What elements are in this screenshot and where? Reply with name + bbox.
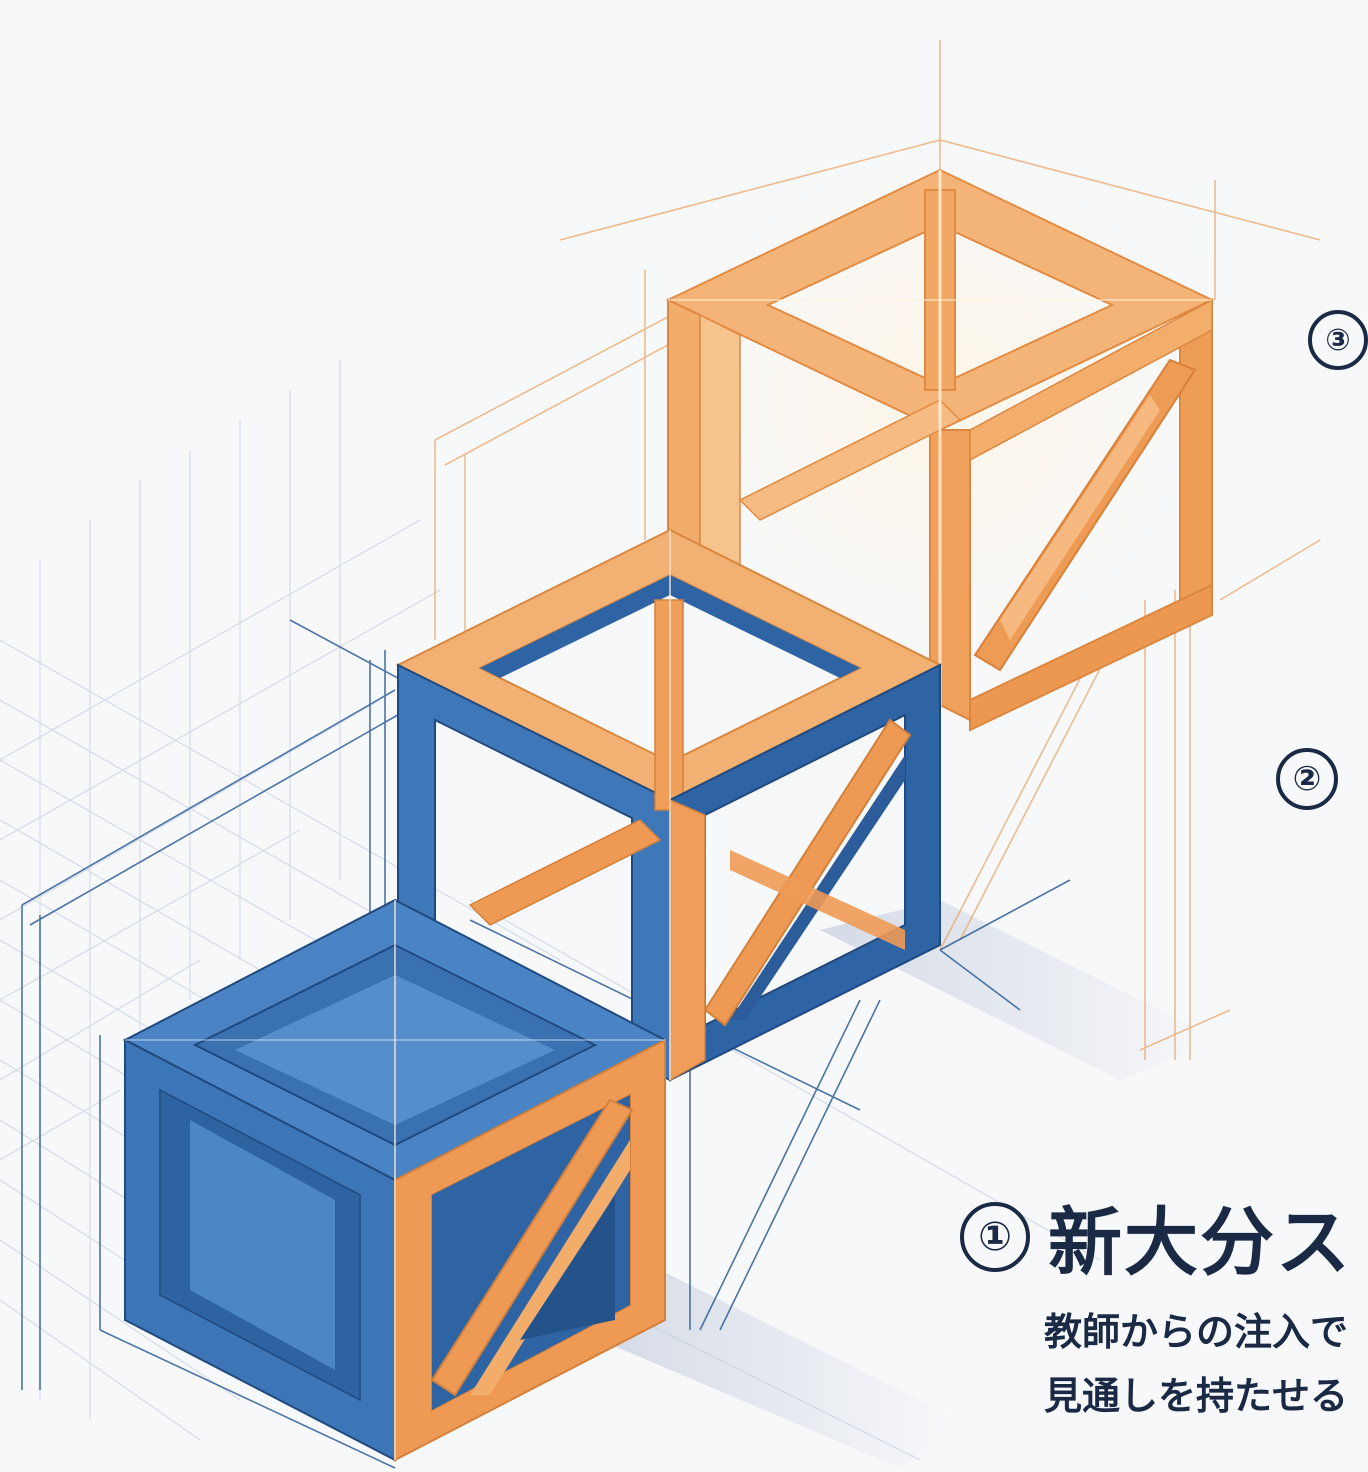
step-3-number: ③	[1308, 310, 1368, 370]
diagram-canvas: ③ ② ① 新大分ス 教師からの注入で 見通しを持たせる	[0, 40, 1368, 1469]
step-3-marker: ③	[1308, 310, 1368, 370]
staircase-illustration	[0, 40, 1321, 1469]
step-1-title: 新大分ス	[1048, 1200, 1352, 1286]
step-1-heading: ① 新大分ス	[960, 1183, 1352, 1290]
construction-lines	[21, 40, 1321, 1469]
step-2-number: ②	[1276, 748, 1338, 810]
step-2-marker: ②	[1276, 748, 1338, 810]
step-1-description: 教師からの注入で 見通しを持たせる	[1044, 1300, 1348, 1428]
bottom-blue-cube	[122, 898, 668, 1462]
step-1-description-line-1: 教師からの注入で	[1044, 1310, 1349, 1354]
step-1-number: ①	[960, 1201, 1030, 1272]
top-orange-cube	[665, 140, 1215, 732]
step-1-description-line-2: 見通しを持たせる	[1044, 1374, 1349, 1418]
